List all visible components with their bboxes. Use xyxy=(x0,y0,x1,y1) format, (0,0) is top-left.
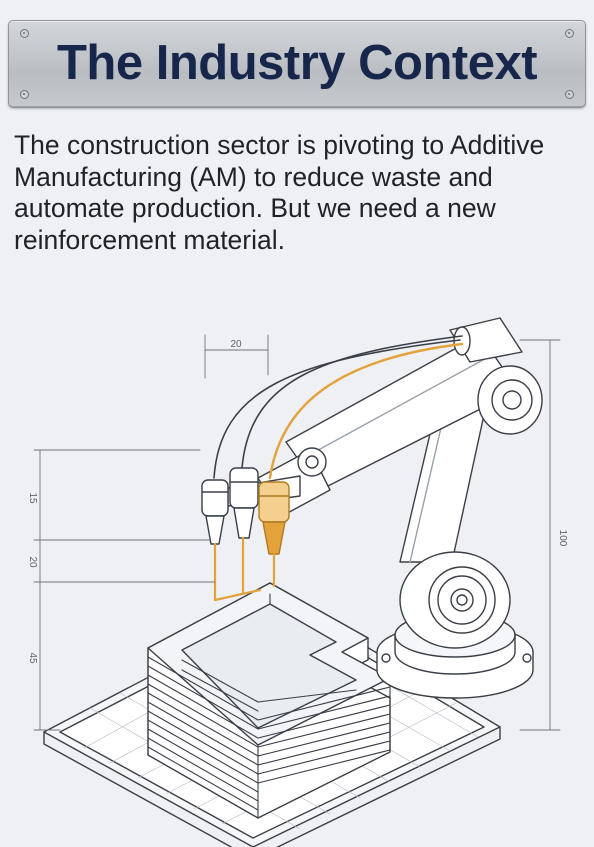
title-plate: The Industry Context xyxy=(8,20,586,108)
filaments xyxy=(213,536,276,602)
screw-icon xyxy=(565,29,574,38)
dim-label-right: 100 xyxy=(557,530,568,547)
page-title: The Industry Context xyxy=(56,36,538,90)
dim-label-top: 20 xyxy=(230,339,242,350)
nozzle-middle xyxy=(229,467,259,539)
nozzle-right xyxy=(258,481,290,555)
dimension-lines xyxy=(33,334,561,731)
screw-icon xyxy=(20,29,29,38)
screw-icon xyxy=(565,90,574,99)
printed-structure xyxy=(147,582,391,819)
dim-label-left-middle: 20 xyxy=(27,556,38,568)
robot-lower-arm xyxy=(399,369,511,649)
robot-upper-arm xyxy=(285,317,543,491)
nozzle-left xyxy=(201,479,229,545)
dim-label-left-upper: 15 xyxy=(27,492,38,504)
hoses xyxy=(213,335,464,480)
screw-icon xyxy=(20,90,29,99)
robotic-3d-printer-illustration: 20 15 20 45 100 xyxy=(27,317,568,847)
dim-label-left-lower: 45 xyxy=(27,652,38,664)
intro-paragraph: The construction sector is pivoting to A… xyxy=(14,130,545,255)
